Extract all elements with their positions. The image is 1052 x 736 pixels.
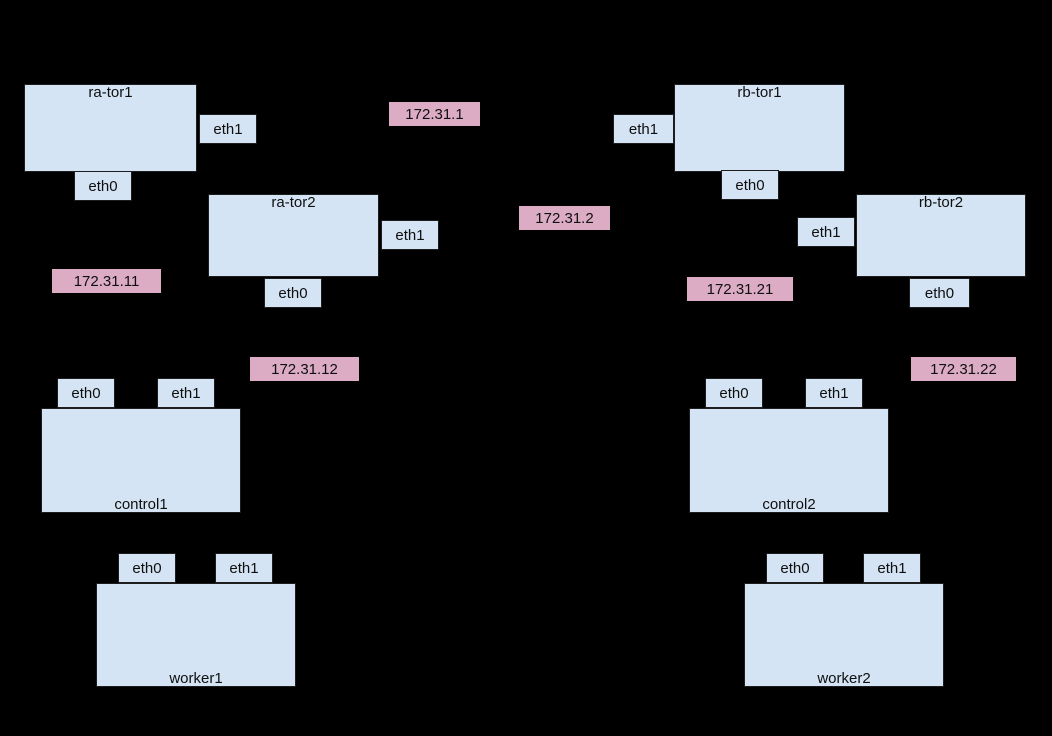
- node-control1[interactable]: control1: [41, 408, 241, 513]
- interface-label-ra-tor1-eth0: eth0: [88, 177, 118, 195]
- network-text-net-172-31-2: 172.31.2: [535, 209, 594, 227]
- interface-label-worker1-eth1: eth1: [229, 559, 259, 577]
- node-label-ra-tor2: ra-tor2: [271, 194, 316, 211]
- node-ra-tor2[interactable]: ra-tor2: [208, 194, 379, 277]
- node-worker1[interactable]: worker1: [96, 583, 296, 687]
- interface-label-control1-eth0: eth0: [71, 384, 101, 402]
- interface-label-ra-tor2-eth1: eth1: [395, 226, 425, 244]
- interface-worker1-eth0[interactable]: eth0: [118, 553, 176, 583]
- interface-label-control2-eth1: eth1: [819, 384, 849, 402]
- node-control2[interactable]: control2: [689, 408, 889, 513]
- interface-label-rb-tor1-eth1: eth1: [628, 120, 659, 138]
- interface-label-rb-tor2-eth0: eth0: [924, 284, 955, 302]
- interface-label-control1-eth1: eth1: [171, 384, 201, 402]
- node-label-worker2: worker2: [817, 670, 871, 687]
- interface-rb-tor1-eth0[interactable]: eth0: [721, 170, 779, 200]
- network-text-net-172-31-21: 172.31.21: [706, 280, 774, 298]
- interface-ra-tor2-eth0[interactable]: eth0: [264, 278, 322, 308]
- node-label-control1: control1: [114, 496, 168, 513]
- network-text-net-172-31-1: 172.31.1: [405, 105, 464, 123]
- interface-label-rb-tor1-eth0: eth0: [735, 176, 765, 194]
- network-label-net-172-31-12: 172.31.12: [250, 357, 359, 381]
- interface-label-rb-tor2-eth1: eth1: [811, 223, 841, 241]
- node-label-rb-tor1: rb-tor1: [737, 84, 782, 101]
- interface-label-worker2-eth0: eth0: [780, 559, 810, 577]
- node-worker2[interactable]: worker2: [744, 583, 944, 687]
- node-label-control2: control2: [762, 496, 816, 513]
- network-text-net-172-31-22: 172.31.22: [930, 360, 997, 378]
- interface-ra-tor1-eth0[interactable]: eth0: [74, 171, 132, 201]
- interface-label-ra-tor2-eth0: eth0: [278, 284, 308, 302]
- interface-worker2-eth0[interactable]: eth0: [766, 553, 824, 583]
- interface-ra-tor2-eth1[interactable]: eth1: [381, 220, 439, 250]
- interface-label-ra-tor1-eth1: eth1: [213, 120, 243, 138]
- network-label-net-172-31-1: 172.31.1: [389, 102, 480, 126]
- interface-ra-tor1-eth1[interactable]: eth1: [199, 114, 257, 144]
- interface-label-worker1-eth0: eth0: [132, 559, 162, 577]
- interface-worker1-eth1[interactable]: eth1: [215, 553, 273, 583]
- node-ra-tor1[interactable]: ra-tor1: [24, 84, 197, 172]
- node-label-rb-tor2: rb-tor2: [918, 194, 964, 211]
- network-label-net-172-31-11: 172.31.11: [52, 269, 161, 293]
- interface-worker2-eth1[interactable]: eth1: [863, 553, 921, 583]
- network-label-net-172-31-2: 172.31.2: [519, 206, 610, 230]
- node-rb-tor2[interactable]: rb-tor2: [856, 194, 1026, 277]
- network-text-net-172-31-12: 172.31.12: [271, 360, 338, 378]
- interface-rb-tor2-eth1[interactable]: eth1: [797, 217, 855, 247]
- node-label-worker1: worker1: [169, 670, 223, 687]
- interface-control1-eth0[interactable]: eth0: [57, 378, 115, 408]
- network-label-net-172-31-22: 172.31.22: [911, 357, 1016, 381]
- interface-label-control2-eth0: eth0: [719, 384, 749, 402]
- interface-rb-tor2-eth0[interactable]: eth0: [909, 278, 970, 308]
- network-label-net-172-31-21: 172.31.21: [687, 277, 793, 301]
- node-rb-tor1[interactable]: rb-tor1: [674, 84, 845, 172]
- interface-control1-eth1[interactable]: eth1: [157, 378, 215, 408]
- interface-control2-eth1[interactable]: eth1: [805, 378, 863, 408]
- interface-label-worker2-eth1: eth1: [877, 559, 907, 577]
- interface-rb-tor1-eth1[interactable]: eth1: [613, 114, 674, 144]
- node-label-ra-tor1: ra-tor1: [88, 84, 133, 101]
- interface-control2-eth0[interactable]: eth0: [705, 378, 763, 408]
- network-text-net-172-31-11: 172.31.11: [73, 272, 140, 290]
